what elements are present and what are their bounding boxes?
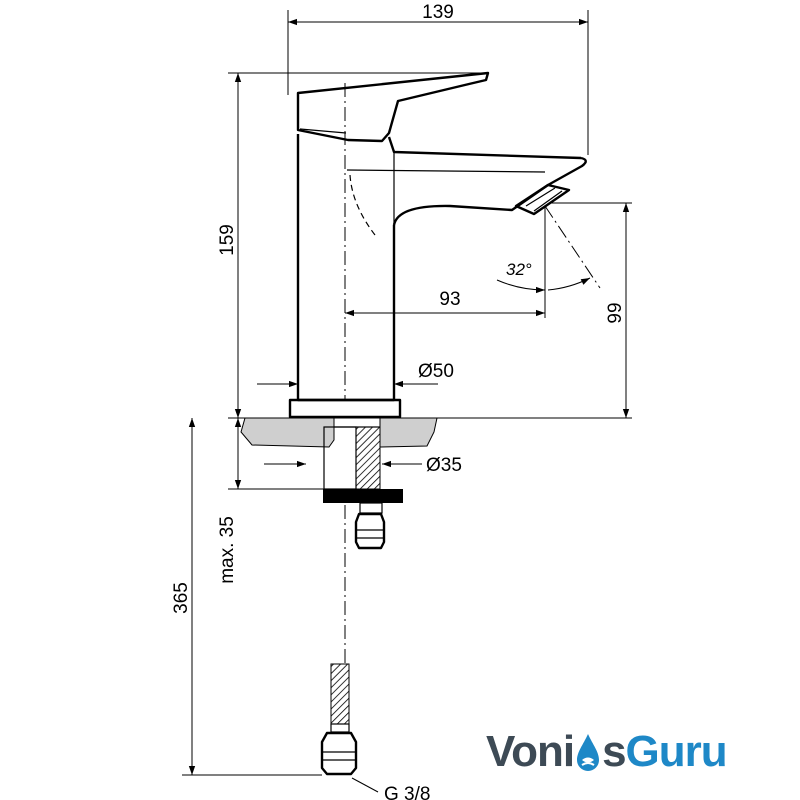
dim-connection: G 3/8 [384,784,430,800]
water-drop-icon [577,734,600,771]
brand-part1: Voni [486,727,575,776]
dim-spout-height: 99 [605,302,626,323]
brand-part2: s [602,727,627,776]
dimension-lines [188,18,630,775]
dim-hole-diameter: Ø35 [426,455,462,476]
dim-spout-angle: 32° [506,260,532,279]
brand-logo: Voni s Guru [486,727,728,777]
mounting-assembly [320,426,403,776]
dim-spout-reach: 93 [439,289,460,310]
dim-body-diameter: Ø50 [418,361,454,382]
dim-hose-length: 365 [171,582,192,614]
countertop [240,417,438,448]
dim-total-length: 139 [422,2,454,23]
brand-part3: Guru [625,727,728,776]
extension-lines [182,10,632,776]
dim-height: 159 [217,224,238,256]
center-lines [344,83,601,664]
dim-max-thickness: max. 35 [217,516,238,584]
